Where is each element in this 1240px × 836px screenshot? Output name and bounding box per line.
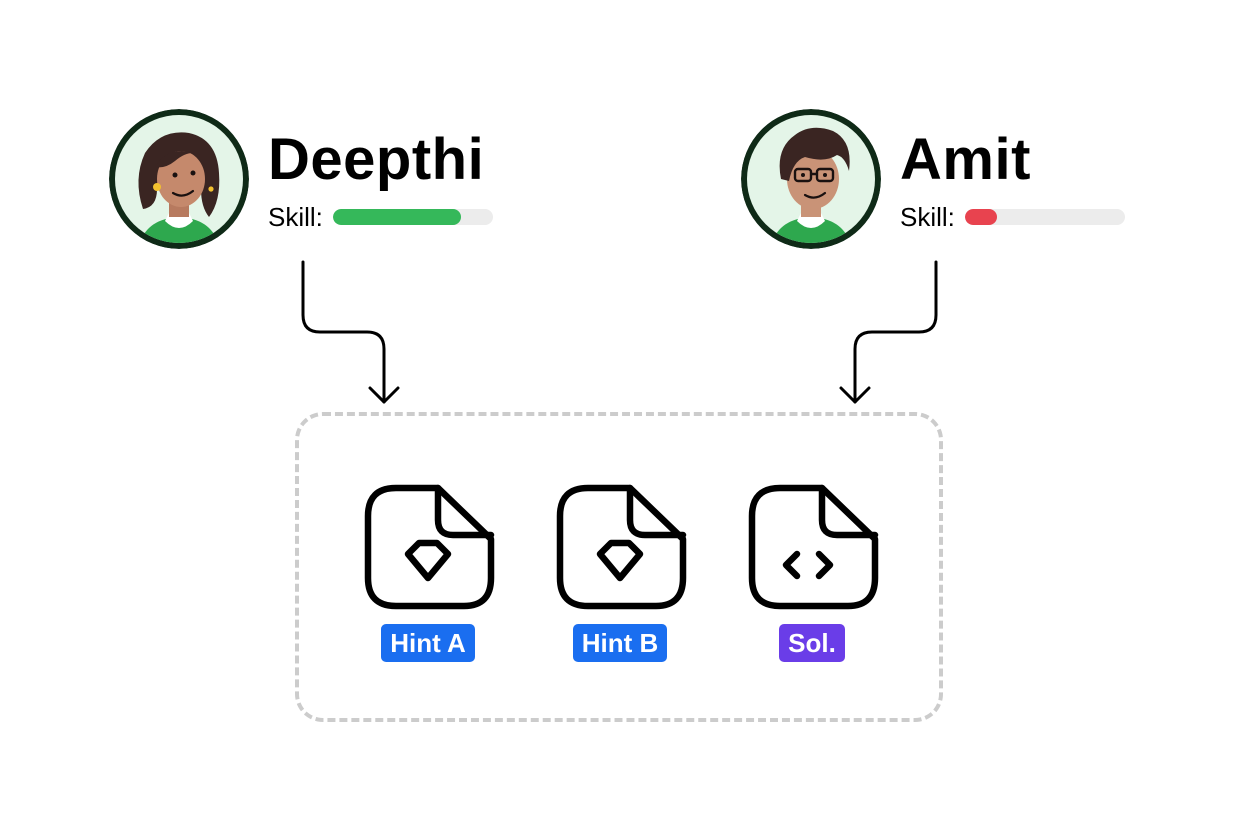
hint-a-card[interactable]: Hint A — [358, 484, 498, 662]
amit-skill-label: Skill: — [900, 202, 955, 232]
gem-file-icon — [556, 484, 687, 610]
deepthi-skill: Skill: — [268, 204, 493, 230]
code-file-icon — [748, 484, 879, 610]
deepthi-skill-bar — [332, 209, 493, 225]
amit-avatar — [741, 109, 881, 249]
amit-name: Amit — [900, 127, 1031, 192]
amit-connector — [853, 260, 938, 404]
solution-label: Sol. — [779, 624, 845, 662]
hint-a-label: Hint A — [381, 624, 475, 662]
solution-card[interactable]: Sol. — [742, 484, 882, 662]
amit-skill-bar — [964, 209, 1125, 225]
deepthi-name: Deepthi — [268, 127, 485, 192]
resources-container — [295, 412, 943, 722]
deepthi-skill-label: Skill: — [268, 202, 323, 232]
gem-file-icon — [364, 484, 495, 610]
deepthi-connector — [301, 260, 386, 404]
hint-b-card[interactable]: Hint B — [550, 484, 690, 662]
amit-arrowhead — [839, 386, 871, 404]
deepthi-arrowhead — [368, 386, 400, 404]
deepthi-avatar — [109, 109, 249, 249]
amit-skill-fill — [964, 209, 997, 225]
amit-skill: Skill: — [900, 204, 1125, 230]
hint-b-label: Hint B — [572, 624, 668, 662]
deepthi-skill-fill — [332, 209, 461, 225]
